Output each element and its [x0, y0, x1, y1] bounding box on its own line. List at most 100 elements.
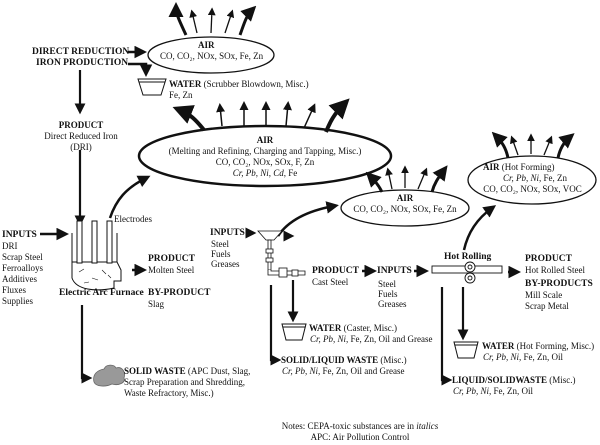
- rolling-water-substances: Cr, Pb, Ni, Fe, Zn, Oil: [483, 352, 563, 363]
- casting-waste-substances: Cr, Pb, Ni, Fe, Zn, Oil and Grease: [282, 366, 405, 377]
- eaf-input-item: Fluxes: [2, 285, 27, 295]
- casting-water-basin-icon: [281, 323, 307, 341]
- eaf-solid-waste-arrow: [80, 305, 93, 384]
- rolling-input-item: Greases: [378, 299, 407, 309]
- electric-arc-furnace-icon: [71, 220, 122, 291]
- casting-water-toxic: Cr, Pb, Ni,: [310, 334, 349, 344]
- casting-air-ellipse: [340, 189, 470, 227]
- rolling-inputs-label: INPUTS: [377, 266, 412, 276]
- dri-product-line2: (DRI): [70, 142, 92, 152]
- dri-title-line1: DIRECT REDUCTION: [32, 47, 130, 57]
- rolling-water-other: Fe, Zn, Oil: [523, 352, 564, 362]
- casting-to-air-arrow: [276, 201, 339, 237]
- casting-inputs-label: INPUTS: [210, 228, 245, 238]
- eaf-byproduct-label: BY-PRODUCT: [148, 288, 211, 298]
- dri-air-emissions: CO, CO₂, NOx, SOx, Fe, Zn: [160, 51, 264, 61]
- dri-water-substances: Fe, Zn: [169, 90, 193, 100]
- dri-to-water-arrow: [128, 62, 153, 77]
- casting-waste-label: SOLID/LIQUID WASTE: [281, 355, 379, 365]
- continuous-caster-icon: [257, 230, 306, 278]
- rolling-input-item: Steel: [378, 279, 396, 289]
- rolling-air-ellipse: [467, 155, 597, 205]
- casting-water-detail: (Caster, Misc.): [343, 323, 397, 333]
- rolling-waste-label: LIQUID/SOLIDWASTE: [452, 375, 548, 385]
- rolling-waste-detail: (Misc.): [549, 375, 576, 385]
- casting-waste-toxic: Cr, Pb, Ni,: [282, 366, 321, 376]
- dri-water-label: WATER: [169, 79, 202, 89]
- rolling-water-toxic: Cr, Pb, Ni,: [483, 352, 522, 362]
- rolling-air-plume-arrows: [491, 131, 575, 159]
- eaf-air-emissions: CO, CO₂, NOx, SOx, F, Zn: [215, 157, 315, 167]
- rolling-waste-substances: Cr, Pb, Ni, Fe, Zn, Oil: [453, 386, 533, 397]
- rolling-air-emissions: CO, CO₂, NOx, SOx, VOC: [483, 184, 582, 194]
- rolling-air-title: AIR (Hot Forming): [483, 162, 555, 173]
- eaf-air-plume-arrows: [172, 98, 350, 133]
- eaf-product-value: Molten Steel: [148, 265, 195, 275]
- rolling-water-label: WATER: [482, 341, 515, 351]
- casting-waste: SOLID/LIQUID WASTE (Misc.): [281, 355, 407, 366]
- casting-air-label: AIR: [396, 193, 414, 203]
- furnace-label: Electric Arc Furnace: [59, 288, 144, 298]
- dri-water-detail: (Scrubber Blowdown, Misc.): [203, 79, 309, 89]
- casting-input-item: Fuels: [211, 249, 231, 259]
- rolling-air-detail: (Hot Forming): [501, 162, 555, 172]
- casting-water-substances: Cr, Pb, Ni, Fe, Zn, Oil and Grease: [310, 334, 433, 345]
- notes-line1-prefix: Notes: CEPA-toxic substances are in: [281, 421, 414, 431]
- casting-waste-other: Fe, Zn, Oil and Grease: [322, 366, 405, 376]
- eaf-input-item: Ferroalloys: [2, 263, 43, 273]
- casting-input-item: Greases: [211, 259, 240, 269]
- casting-waste-arrow: [269, 285, 282, 366]
- notes-line2: APC: Air Pollution Control: [310, 432, 410, 442]
- rolling-product-value: Hot Rolled Steel: [525, 265, 585, 275]
- eaf-solid-waste-line2: Scrap Preparation and Shredding,: [124, 377, 245, 387]
- rolling-air-other: Fe, Zn: [543, 173, 568, 183]
- eaf-solid-waste: SOLID WASTE (APC Dust, Slag,: [124, 366, 250, 377]
- eaf-solid-waste-line1: (APC Dust, Slag,: [187, 366, 251, 376]
- solid-waste-pile-icon: [93, 364, 125, 387]
- casting-air-emissions: CO, CO₂, NOx, SOx, Fe, Zn: [353, 204, 457, 214]
- casting-water-label: WATER: [309, 323, 342, 333]
- casting-input-item: Steel: [211, 239, 229, 249]
- eaf-air-other: Fe: [288, 168, 298, 178]
- eaf-air-toxic: Cr, Pb, Ni, Cd,: [232, 168, 286, 178]
- casting-water-other: Fe, Zn, Oil and Grease: [350, 334, 433, 344]
- rolling-to-air-arrow: [462, 205, 497, 251]
- rolling-waste-arrow: [440, 287, 453, 386]
- rolling-water-basin-icon: [453, 341, 479, 359]
- notes-line1: Notes: CEPA-toxic substances are in ital…: [250, 421, 470, 432]
- rolling-air-metals: Cr, Pb, Ni, Fe, Zn: [495, 173, 575, 184]
- dri-air-plume-arrows: [168, 2, 257, 36]
- eaf-input-item: Supplies: [2, 296, 34, 306]
- rolling-water: WATER (Hot Forming, Misc.): [482, 341, 594, 352]
- eaf-inputs-label: INPUTS: [2, 230, 37, 240]
- eaf-byproduct-value: Slag: [148, 299, 165, 309]
- rolling-waste: LIQUID/SOLIDWASTE (Misc.): [452, 375, 576, 386]
- rolling-water-detail: (Hot Forming, Misc.): [516, 341, 595, 351]
- rolling-product-label: PRODUCT: [525, 254, 572, 264]
- eaf-air-detail: (Melting and Refining, Charging and Tapp…: [168, 146, 362, 156]
- dri-water-basin-icon: [137, 78, 167, 96]
- rolling-title: Hot Rolling: [444, 252, 492, 262]
- dri-product-label: PRODUCT: [58, 120, 104, 130]
- eaf-product-label: PRODUCT: [148, 254, 195, 264]
- rolling-input-item: Fuels: [378, 289, 398, 299]
- notes-line1-italic: italics: [416, 421, 439, 431]
- rolling-waste-toxic: Cr, Pb, Ni,: [453, 386, 492, 396]
- eaf-air-metals: Cr, Pb, Ni, Cd, Fe: [205, 168, 325, 179]
- casting-waste-detail: (Misc.): [380, 355, 407, 365]
- dri-title-line2: IRON PRODUCTION: [36, 58, 129, 68]
- dri-water: WATER (Scrubber Blowdown, Misc.): [169, 79, 309, 90]
- eaf-air-ellipse: [137, 124, 393, 188]
- dri-air-label: AIR: [198, 40, 215, 50]
- furnace-to-air-arrow: [108, 175, 151, 219]
- casting-water: WATER (Caster, Misc.): [309, 323, 397, 334]
- eaf-input-item: DRI: [2, 241, 18, 251]
- rolling-air-toxic: Cr, Pb, Ni,: [502, 173, 542, 183]
- casting-product-label: PRODUCT: [312, 266, 359, 276]
- eaf-input-item: Additives: [2, 274, 37, 284]
- rolling-byproducts-label: BY-PRODUCTS: [525, 279, 593, 289]
- rolling-byproduct-item: Scrap Metal: [525, 301, 569, 311]
- rolling-air-label: AIR: [483, 162, 500, 172]
- casting-product-value: Cast Steel: [312, 277, 349, 287]
